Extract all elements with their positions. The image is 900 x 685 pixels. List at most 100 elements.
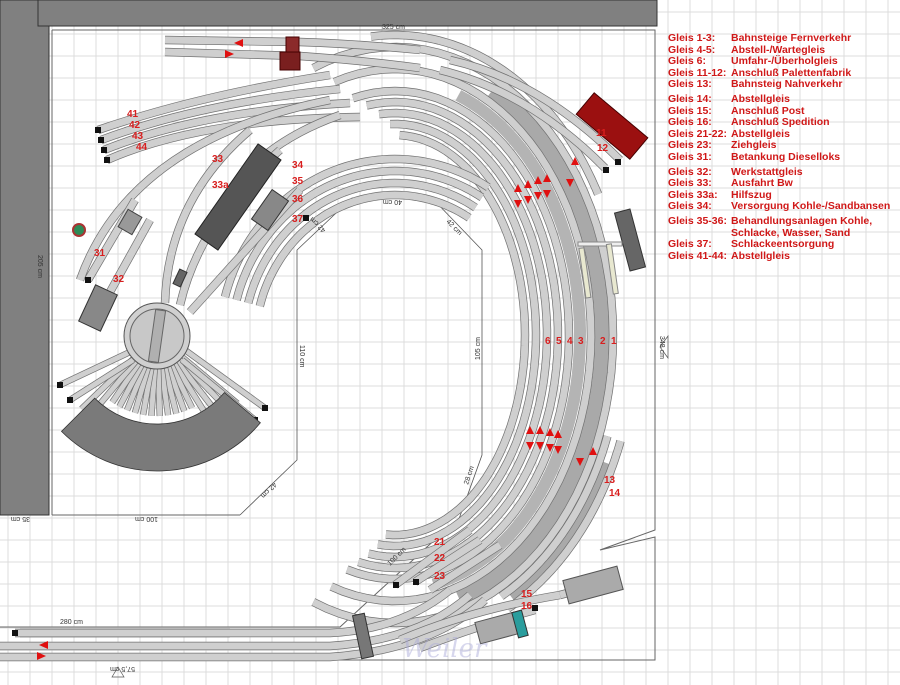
spedition-ramp — [511, 609, 529, 639]
tracks — [0, 30, 625, 662]
legend-row: Gleis 15:Anschluß Post — [668, 104, 890, 118]
siding-12 — [439, 66, 608, 171]
radial-track — [124, 365, 147, 412]
legend-key: Gleis 21-22: — [668, 127, 727, 140]
small-shed — [172, 268, 188, 288]
legend-row: Gleis 37:Schlackeentsorgung — [668, 238, 890, 251]
label-track-37: 37 — [292, 214, 304, 225]
label-track-12: 12 — [597, 143, 609, 154]
bw-arc-track — [244, 179, 478, 304]
bw-arc-track — [256, 191, 472, 308]
yard-track-42 — [99, 85, 341, 144]
siding-22 — [413, 537, 482, 585]
station-building — [613, 208, 647, 272]
radial-track — [110, 361, 141, 404]
legend-value: Bahnsteige Fernverkehr — [731, 32, 852, 44]
legend-row: Gleis 32:Werkstattgleis — [668, 165, 890, 179]
yard-track-41 — [96, 71, 331, 134]
legend-key: Gleis 33: — [668, 177, 712, 190]
buffer-stop — [104, 157, 110, 163]
label-track-5: 5 — [556, 336, 562, 347]
label-track-35: 35 — [292, 176, 304, 187]
outer-mainline — [370, 31, 602, 196]
structures — [60, 36, 649, 660]
legend-row: Gleis 34:Versorgung Kohle-/Sandbansen — [668, 201, 890, 213]
dim-top-width: 325 cm — [382, 24, 405, 31]
legend-key: Gleis 15: — [668, 104, 712, 117]
direction-arrow-icon — [534, 192, 542, 200]
station-track — [329, 65, 595, 605]
label-track-31: 31 — [94, 248, 106, 259]
dim-bottom-left-width: 100 cm — [135, 515, 158, 522]
legend-key: Gleis 1-3: — [668, 32, 716, 44]
radial-track — [132, 367, 151, 414]
buffer-stop — [603, 167, 609, 173]
siding-11 — [449, 56, 623, 163]
label-track-11: 11 — [596, 128, 607, 139]
label-track-2: 2 — [600, 336, 606, 347]
direction-arrow-icon — [546, 428, 554, 436]
direction-arrow-icon — [576, 458, 584, 466]
label-track-22: 22 — [434, 553, 446, 564]
dim-lower-extension: 280 cm — [60, 619, 83, 626]
platform-roof-1 — [578, 247, 592, 299]
direction-arrow-icon — [225, 50, 234, 58]
signal-box-base — [279, 51, 301, 71]
legend-row: Gleis 14:Abstellgleis — [668, 92, 890, 106]
label-track-34: 34 — [292, 160, 304, 171]
dim-left-strip: 35 cm — [11, 515, 30, 522]
water-tower — [72, 223, 86, 237]
legend-key: Gleis 37: — [668, 238, 712, 251]
buffer-stop — [98, 137, 104, 143]
bw-coal-crane — [250, 188, 290, 232]
buffer-stop — [532, 605, 538, 611]
turntable-bridge — [147, 308, 167, 364]
radial-track-e1 — [183, 347, 267, 411]
platform-3 — [431, 90, 587, 591]
label-track-13: 13 — [604, 475, 616, 486]
legend-value: Umfahr-/Überholgleis — [731, 55, 838, 68]
radial-track — [117, 363, 144, 408]
direction-arrow-icon — [524, 180, 532, 188]
buffer-stop — [101, 147, 107, 153]
buffer-stop — [85, 277, 91, 283]
legend-key: Gleis 34: — [668, 200, 712, 213]
legend-key: Gleis 41-44: — [668, 249, 727, 262]
legend-value: Werkstattgleis — [731, 165, 803, 178]
direction-arrow-icon — [39, 641, 48, 649]
watermark: Weiler — [402, 634, 488, 664]
siding-21 — [392, 527, 473, 588]
platform-roof-2 — [605, 243, 619, 295]
legend-row: Gleis 13:Bahnsteig Nahverkehr — [668, 79, 890, 91]
dim-inner-right: 105 cm — [475, 337, 482, 360]
radial-track — [169, 364, 195, 409]
dim-inner-top: 40 cm — [383, 198, 402, 205]
platform-1-2 — [456, 84, 610, 605]
legend-row: Gleis 1-3: Bahnsteige Fernverkehr — [668, 32, 890, 45]
post-building — [562, 565, 624, 605]
legend-row: Gleis 35-36:Behandlungsanlagen Kohle, — [668, 215, 890, 228]
legend-row: Gleis 6:Umfahr-/Überholgleis — [668, 56, 890, 68]
direction-arrow-icon — [234, 39, 243, 47]
legend-key: Gleis 14: — [668, 92, 712, 105]
signal-box-bottom — [351, 612, 375, 660]
legend-value: Betankung Dieselloks — [731, 150, 841, 163]
legend-row: Gleis 33:Ausfahrt Bw — [668, 178, 890, 190]
bw-arc-track — [233, 167, 484, 301]
bw-shed — [194, 143, 282, 251]
label-track-36: 36 — [292, 194, 304, 205]
legend-key: Gleis 31: — [668, 150, 712, 163]
bw-track-33 — [76, 96, 331, 282]
direction-arrow-icon — [536, 442, 544, 450]
direction-arrows — [37, 39, 597, 660]
radial-track-w2 — [68, 357, 135, 403]
direction-arrow-icon — [571, 157, 579, 165]
label-track-33a: 33a — [212, 180, 229, 191]
legend-row: Gleis 11-12:Anschluß Palettenfabrik — [668, 67, 890, 80]
wall-top — [37, 0, 658, 27]
dim-inner-left: 110 cm — [298, 345, 305, 368]
legend-key: Gleis 33a: — [668, 188, 718, 201]
label-track-3: 3 — [578, 336, 584, 347]
bw-track-32 — [106, 218, 154, 294]
